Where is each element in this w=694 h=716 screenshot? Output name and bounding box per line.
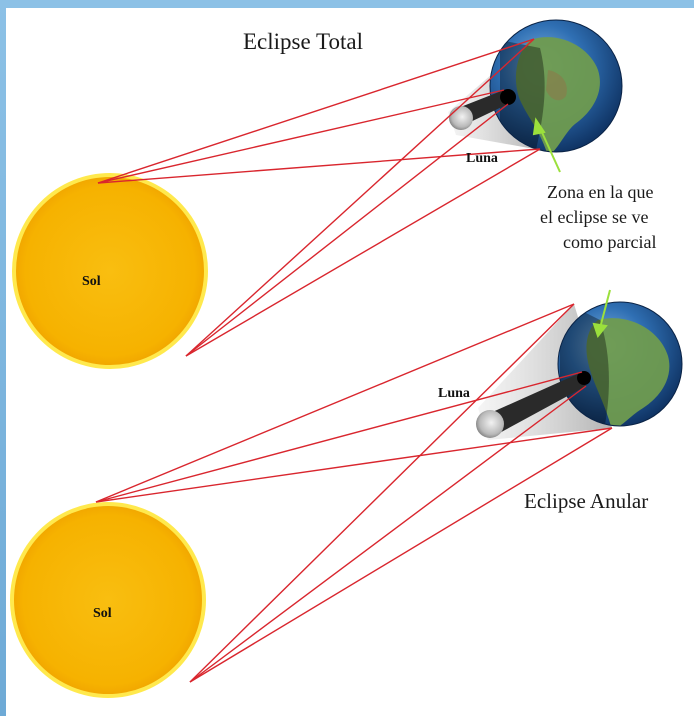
rays-top — [97, 38, 541, 357]
sun-top — [12, 173, 208, 369]
shadow-zone-top — [500, 40, 545, 150]
annotation-line-2: el eclipse se ve — [540, 207, 648, 227]
sun-label-top: Sol — [82, 274, 101, 289]
umbra-cone-bottom — [488, 372, 586, 436]
moon-label-top: Luna — [466, 151, 498, 166]
annotation-arrows — [532, 117, 611, 339]
umbra-spot-bottom — [577, 371, 591, 385]
total-eclipse-title: Eclipse Total — [243, 29, 363, 54]
rays-bottom — [95, 303, 613, 683]
umbra-spot-top — [500, 89, 516, 105]
moon-label-bottom: Luna — [438, 386, 470, 401]
land-bottom — [586, 318, 670, 426]
annular-eclipse-group — [10, 301, 683, 698]
total-eclipse-group — [12, 19, 623, 369]
sun-label-bottom: Sol — [93, 606, 112, 621]
annular-eclipse-title: Eclipse Anular — [524, 489, 648, 513]
arrow-to-bottom-earth — [599, 289, 611, 329]
moon-top — [449, 106, 473, 130]
annotation-line-1: Zona en la que — [547, 182, 653, 202]
arrow-to-top-earth — [539, 127, 561, 173]
annotation-line-3: como parcial — [563, 232, 656, 252]
earth-bottom — [557, 301, 683, 427]
sun-bottom — [10, 502, 206, 698]
moon-bottom — [476, 410, 504, 438]
